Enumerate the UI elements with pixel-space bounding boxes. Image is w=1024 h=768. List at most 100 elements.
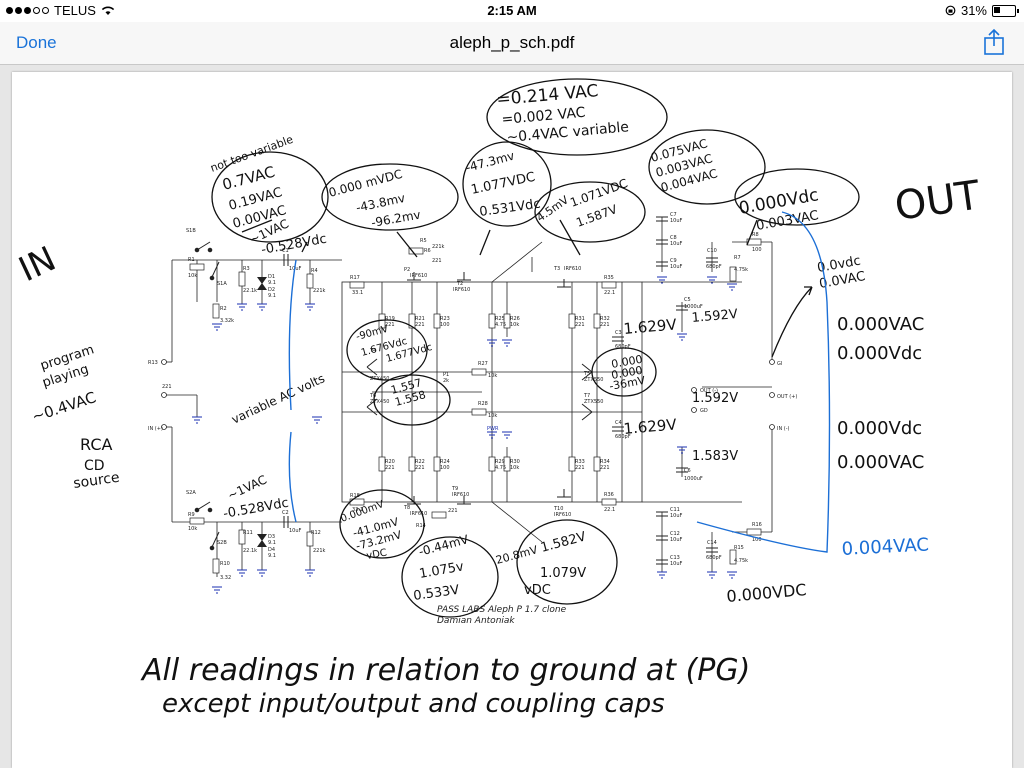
pdf-viewer[interactable]: S1B R1 10k S1A R2 3.32k R3 22.1k D1 9.1 … xyxy=(0,65,1024,768)
battery-icon xyxy=(992,4,1019,17)
label-C8-value: 10uF xyxy=(670,241,683,247)
footer-note-line-2: except input/output and coupling caps xyxy=(162,689,665,719)
t3-reading-1: 4.5mV xyxy=(534,193,571,224)
label-C6: C6 xyxy=(684,468,691,474)
program-playing-line-3: ~0.4VAC xyxy=(30,388,99,426)
capacitors xyxy=(283,216,718,565)
label-R22: R22 xyxy=(415,459,425,465)
label-R15-value: 4.75k xyxy=(734,558,748,564)
rca-source-line-3: source xyxy=(72,470,120,492)
navigation-bar: Done aleph_p_sch.pdf xyxy=(0,22,1024,65)
label-P1-value: 2k xyxy=(443,378,449,384)
label-C6-value: 1000uF xyxy=(684,476,703,482)
label-R26: R26 xyxy=(510,316,520,322)
footer-note-line-1: All readings in relation to ground at (P… xyxy=(140,653,750,688)
label-R24-value: 100 xyxy=(440,465,450,471)
input-coupling-bottom-ac: ~1VAC xyxy=(225,472,269,502)
label-R26-value: 10k xyxy=(510,322,519,328)
label-C1: C1 xyxy=(282,248,289,254)
label-R3: R3 xyxy=(243,266,250,272)
t3-reading-2: 1.071VDC xyxy=(568,176,629,210)
label-S1A: S1A xyxy=(217,281,227,287)
out-minus-dc-reading: 0.000VDC xyxy=(726,580,808,606)
variable-ac-note: variable AC volts xyxy=(229,371,327,426)
label-T10: T10 xyxy=(553,506,563,512)
label-C13: C13 xyxy=(670,555,680,561)
label-T7: T7 xyxy=(583,393,590,399)
label-T6: T6 xyxy=(369,393,376,399)
label-D4: D4 xyxy=(268,547,275,553)
label-R12: R12 xyxy=(311,530,321,536)
label-GI: 221 xyxy=(162,384,172,390)
label-C10: C10 xyxy=(707,248,717,254)
label-R29: R29 xyxy=(495,459,505,465)
label-in-minus: IN (+) xyxy=(148,426,163,432)
label-R2: R2 xyxy=(220,306,227,312)
label-T5: T5 xyxy=(583,371,590,377)
out-label: OUT xyxy=(892,172,983,229)
wifi-icon xyxy=(101,6,115,15)
label-R13: 221 xyxy=(448,508,458,514)
label-C14: C14 xyxy=(707,540,717,546)
label-D3-value: 9.1 xyxy=(268,540,276,546)
label-R11-value: 22.1k xyxy=(243,548,257,554)
label-D3: D3 xyxy=(268,534,275,540)
label-C12-value: 10uF xyxy=(670,537,683,543)
c5-reading: 1.592V xyxy=(691,307,738,326)
label-C9: C9 xyxy=(670,258,677,264)
label-gnd: PWR xyxy=(487,426,499,432)
label-R33-value: 221 xyxy=(575,465,585,471)
share-icon[interactable] xyxy=(982,28,1006,56)
right-bottom-reading-2: 0.000VAC xyxy=(837,452,924,473)
label-R21-value: 221 xyxy=(415,322,425,328)
clock: 2:15 AM xyxy=(487,3,537,18)
label-P2-value: IRF610 xyxy=(410,273,427,279)
label-R7-value: 4.75k xyxy=(734,267,748,273)
label-R20-value: 221 xyxy=(385,465,395,471)
label-R6: R6 xyxy=(424,248,431,254)
carrier-name: TELUS xyxy=(54,3,96,18)
label-C9-value: 10uF xyxy=(670,264,683,270)
schematic-wires xyxy=(164,217,773,577)
label-D1: D1 xyxy=(268,274,275,280)
done-button[interactable]: Done xyxy=(16,33,57,52)
label-R7: R7 xyxy=(734,255,741,261)
label-R8-value: 100 xyxy=(752,247,762,253)
rca-source-line-2: CD xyxy=(84,458,105,474)
label-D1-value: 9.1 xyxy=(268,280,276,286)
label-R34: R34 xyxy=(600,459,610,465)
label-R27: R27 xyxy=(478,361,488,367)
label-PG: GD xyxy=(700,408,708,414)
label-T10-value: IRF610 xyxy=(554,512,571,518)
label-T8: T8 xyxy=(403,505,410,511)
t10-reading-3: 1.079V xyxy=(540,566,586,581)
label-P1: P1 xyxy=(443,372,449,378)
label-S2B: S2B xyxy=(217,540,227,546)
label-R36-value: 22.1 xyxy=(604,507,615,513)
transistors xyxy=(366,272,593,505)
t10-reading-4: vDC xyxy=(524,583,551,598)
label-R15: R15 xyxy=(734,545,744,551)
label-T4: T4 xyxy=(369,348,376,354)
top-center-reading-2: =0.002 VAC xyxy=(501,105,586,128)
status-left: TELUS xyxy=(6,3,115,18)
label-R19: R19 xyxy=(385,316,395,322)
label-R9-value: 10k xyxy=(188,526,197,532)
t9-reading-1: -0.44mV xyxy=(417,532,471,559)
label-S1B: S1B xyxy=(186,228,196,234)
label-R9: R9 xyxy=(188,512,195,518)
in-label: IN xyxy=(13,239,62,290)
label-R5-value: 221k xyxy=(432,244,445,250)
pdf-page[interactable]: S1B R1 10k S1A R2 3.32k R3 22.1k D1 9.1 … xyxy=(12,72,1012,768)
label-R11: R11 xyxy=(243,530,253,536)
switches xyxy=(194,241,220,551)
right-top-reading-2: 0.000Vdc xyxy=(837,343,922,364)
label-C11: C11 xyxy=(670,507,680,513)
label-R4: R4 xyxy=(311,268,318,274)
signal-strength-icon xyxy=(6,7,49,14)
label-R25: R25 xyxy=(495,316,505,322)
out-minus-ac-reading: 0.004VAC xyxy=(841,534,929,560)
label-T9: T9 xyxy=(451,486,458,492)
orientation-lock-icon xyxy=(945,5,956,16)
credit-line-2: Damian Antoniak xyxy=(437,616,515,626)
